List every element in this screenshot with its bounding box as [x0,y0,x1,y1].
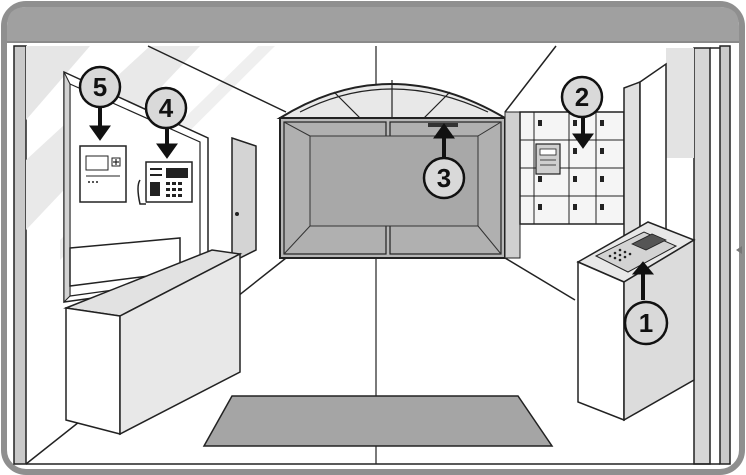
floor-mat [204,396,552,446]
callout-2: 2 [562,77,602,117]
mailbox-panel-device [536,144,560,174]
concierge-switchboard [138,162,192,204]
callout-5: 5 [80,67,120,107]
callout-1-label: 1 [639,308,653,338]
callout-5-label: 5 [93,72,107,102]
callout-4-label: 4 [159,93,174,123]
callout-3: 3 [424,158,464,198]
callout-1: 1 [625,302,667,344]
wall-monitor [80,146,126,202]
callout-4: 4 [146,88,186,128]
callout-2-label: 2 [575,82,589,112]
callout-3-label: 3 [437,163,451,193]
side-door [232,138,256,262]
entrance-arch [280,80,505,258]
